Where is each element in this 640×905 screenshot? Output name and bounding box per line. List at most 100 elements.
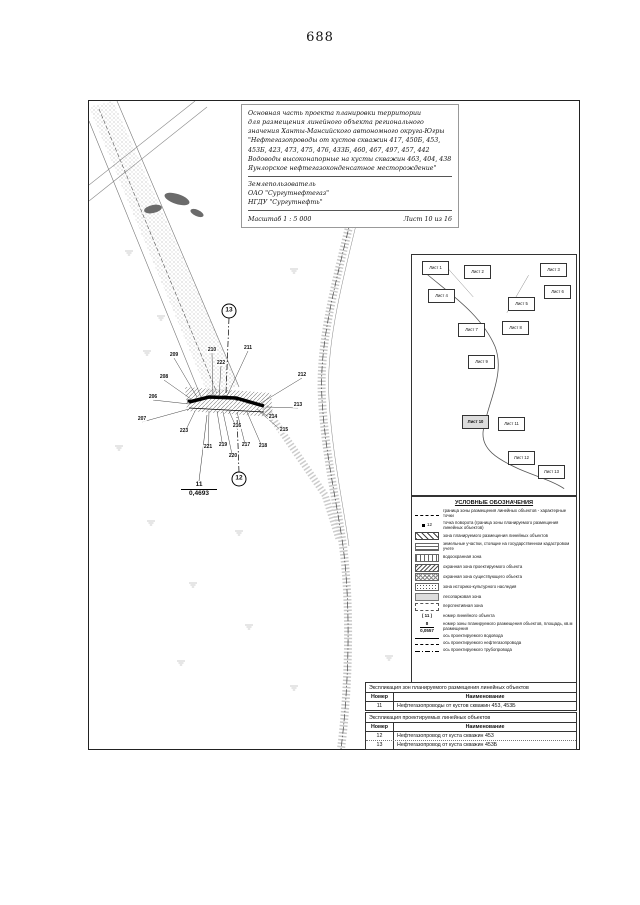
title-line: 453Б, 423, 473, 475, 476, 433Б, 460, 467…	[248, 146, 430, 154]
column-header-number: Номер	[366, 723, 394, 731]
point-leader-line	[207, 410, 210, 451]
legend-label: номер зоны планируемого размещения объек…	[443, 621, 573, 632]
landuser-line: НГДУ "Сургутнефть"	[248, 199, 323, 207]
legend-symbol-axis-oilgas-icon	[415, 644, 439, 646]
map-point-label: 211	[242, 345, 254, 351]
cell-name: Нефтегазопроводы от кустов скважин 453, …	[397, 703, 516, 709]
title-line: Водоводы высоконапорные на кусты скважин…	[248, 155, 452, 163]
legend-label: номер линейного объекта	[443, 613, 495, 619]
legend-label: земельные участки, стоящие на государств…	[443, 541, 570, 552]
map-point-label: 219	[217, 442, 229, 448]
legend-label: лесопарковая зона	[443, 593, 482, 599]
title-line: Яунлорское нефтегазоконденсатное месторо…	[248, 164, 437, 172]
legend-label: граница зоны размещения линейных объекто…	[443, 508, 567, 518]
point-leader-line	[216, 410, 224, 449]
point-leader-line	[163, 379, 192, 400]
landuser-line: ОАО "Сургутнефтегаз"	[248, 190, 330, 197]
corridor-left-band	[89, 101, 240, 398]
table-header: Номер Наименование	[366, 723, 576, 732]
map-point-label: 209	[168, 352, 180, 358]
map-point-label: 216	[231, 423, 243, 429]
legend-symbol-heritage-icon	[415, 583, 439, 592]
well-pad-cluster	[185, 387, 273, 417]
point-leader-line	[152, 399, 190, 405]
point-leader-line	[173, 357, 198, 398]
title-line: значения Ханты-Мансийского автономного о…	[248, 128, 445, 136]
legend-item: охранная зона существующего объекта	[415, 573, 573, 582]
forest-patches	[144, 192, 204, 218]
legend-symbol-axis-water-icon	[415, 637, 439, 639]
legend-item: ось проектируемого водовода	[415, 633, 573, 639]
cell-name: Нефтегазопровод от куста скважин 453Б	[397, 742, 498, 748]
map-point-label: 208	[158, 374, 170, 380]
legend-symbol-guard-exist-icon	[415, 573, 439, 582]
column-header-number: Номер	[366, 693, 394, 701]
legend-item: 12 точка поворота (граница зоны планируем…	[415, 519, 573, 531]
map-callout-number: 13	[221, 303, 237, 319]
map-callout-number: 12	[231, 471, 247, 487]
inset-sheet-box: Лист 8	[502, 321, 529, 335]
legend-item: ( 11 )номер линейного объекта	[415, 613, 573, 621]
map-point-label: 213	[292, 402, 304, 408]
table-caption: Экспликация проектируемых линейных объек…	[366, 713, 576, 723]
legend-item: водоохранная зона	[415, 553, 573, 562]
legend-symbol-point-icon: 12	[415, 522, 439, 530]
map-point-label: 218	[257, 443, 269, 449]
legend-label: перспективная зона	[443, 603, 483, 609]
inset-sheet-box: Лист 1	[422, 261, 449, 275]
pipeline-route-band	[317, 218, 358, 749]
objects-explication-table: Экспликация проектируемых линейных объек…	[365, 712, 577, 750]
table-header: Номер Наименование	[366, 693, 576, 702]
zones-explication-table: Экспликация зон планируемого размещения …	[365, 682, 577, 711]
point-leader-line	[236, 411, 247, 449]
pipeline-axis-line	[225, 317, 230, 394]
inset-sheet-box: Лист 2	[464, 265, 491, 279]
inset-sheet-layer: Лист 1 Лист 2 Лист 3 Лист 4 Лист 5 Лист 6 Лист…	[412, 255, 576, 495]
sheet-index-inset: Лист 1 Лист 2 Лист 3 Лист 4 Лист 5 Лист 6 Лист…	[411, 254, 577, 496]
inset-sheet-box: Лист 4	[428, 289, 455, 303]
inset-sheet-box: Лист 7	[458, 323, 485, 337]
inset-sheet-box: Лист 3	[540, 263, 567, 277]
zone-area-value: 0,4693	[181, 489, 217, 498]
map-point-label: 217	[240, 442, 252, 448]
column-header-name: Наименование	[465, 694, 505, 700]
inset-sheet-box: Лист 6	[544, 285, 571, 299]
title-line: Основная часть проекта планировки террит…	[248, 110, 422, 117]
legend-item: земельные участки, стоящие на государств…	[415, 541, 573, 552]
legend-item: лесопарковая зона	[415, 593, 573, 601]
legend-title: УСЛОВНЫЕ ОБОЗНАЧЕНИЯ	[454, 500, 534, 506]
legend-symbol-guard-new-icon	[415, 563, 439, 572]
legend-symbol-axis-pipe-icon	[415, 651, 439, 652]
legend-item: граница зоны размещения линейных объекто…	[415, 508, 573, 519]
legend-item: ось проектируемого трубопровода	[415, 647, 573, 653]
legend-label: водоохранная зона	[443, 554, 482, 560]
zone-number: 11	[195, 481, 203, 488]
point-leader-line	[246, 411, 264, 450]
inset-sheet-box: Лист 10	[462, 415, 489, 429]
table-caption: Экспликация зон планируемого размещения …	[366, 683, 576, 693]
inset-sheet-box: Лист 12	[508, 451, 535, 465]
title-line: для размещения линейного объекта региона…	[248, 119, 424, 127]
legend-label: ось проектируемого водовода	[443, 633, 503, 639]
inset-sheet-box: Лист 9	[468, 355, 495, 369]
point-leader-line	[222, 411, 234, 460]
point-leader-line	[218, 365, 222, 398]
scale-label: Масштаб 1 : 5 000	[248, 216, 312, 224]
legend-label: охранная зона существующего объекта	[443, 573, 522, 579]
inset-sheet-box: Лист 5	[508, 297, 535, 311]
legend-label: ось проектируемого нефтегазопровода	[443, 639, 522, 645]
map-graphics	[89, 101, 394, 749]
legend-item: ось проектируемого нефтегазопровода	[415, 639, 573, 646]
legend-label: зона планируемого размещения линейных об…	[443, 532, 548, 538]
dynamic-leader-lines	[141, 317, 303, 473]
cell-name: Нефтегазопровод от куста скважин 453	[397, 733, 494, 739]
pipeline-axis-line	[236, 416, 240, 473]
legend-label: точка поворота (граница зоны планируемог…	[443, 519, 559, 530]
